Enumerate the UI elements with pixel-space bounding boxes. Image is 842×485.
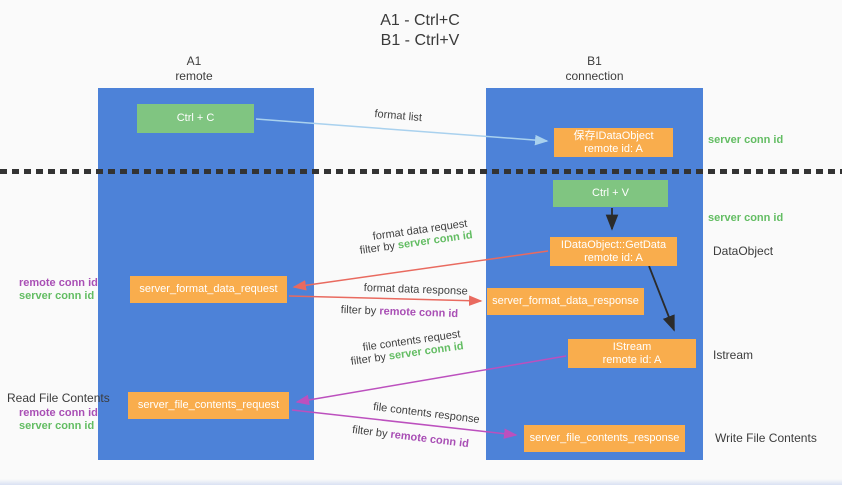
- remote-conn-id-label-1: remote conn id: [19, 277, 98, 289]
- server-conn-id-label-right-2: server conn id: [708, 212, 784, 224]
- getdata-line2: remote id: A: [584, 251, 643, 264]
- left-conn-id-pair-1: remote conn id server conn id: [19, 277, 98, 303]
- right-column-header: B1 connection: [486, 54, 703, 84]
- format-data-response-label: format data response: [363, 282, 468, 298]
- remote-conn-id-label-2: remote conn id: [19, 407, 98, 419]
- title-line-2: B1 - Ctrl+V: [380, 32, 460, 49]
- save-dataobject-line1: 保存IDataObject: [573, 129, 654, 142]
- file-contents-response-filter-label: filter by remote conn id: [351, 424, 470, 451]
- file-contents-response-label: file contents response: [372, 401, 481, 426]
- right-column-role: connection: [565, 69, 624, 83]
- dataobject-label: DataObject: [713, 244, 774, 258]
- istream-side-label: Istream: [713, 348, 754, 362]
- title-line-1: A1 - Ctrl+C: [380, 12, 460, 29]
- ctrl-v-node: Ctrl + V: [553, 180, 668, 207]
- left-column-role: remote: [175, 69, 213, 83]
- server-file-contents-response-label: server_file_contents_response: [529, 432, 680, 444]
- save-dataobject-line2: remote id: A: [584, 142, 643, 155]
- format-list-label: format list: [373, 108, 423, 125]
- format-data-response-filter-label: filter by remote conn id: [340, 304, 459, 321]
- server-file-contents-request-label: server_file_contents_request: [137, 399, 280, 411]
- read-file-contents-label: Read File Contents: [7, 391, 110, 405]
- ctrl-c-label: Ctrl + C: [176, 112, 215, 124]
- istream-line2: remote id: A: [602, 353, 662, 366]
- istream-line1: IStream: [612, 340, 652, 353]
- left-conn-id-pair-2: remote conn id server conn id: [19, 407, 98, 433]
- getdata-line1: IDataObject::GetData: [560, 238, 667, 251]
- server-format-data-response-node: server_format_data_response: [487, 288, 644, 315]
- write-file-contents-label: Write File Contents: [715, 431, 817, 445]
- left-column-header: A1 remote: [86, 54, 302, 84]
- server-conn-id-label-left-1: server conn id: [19, 290, 95, 302]
- server-format-data-request-node: server_format_data_request: [130, 276, 287, 303]
- left-column-id: A1: [186, 54, 202, 68]
- ctrl-c-node: Ctrl + C: [137, 104, 254, 133]
- server-file-contents-request-node: server_file_contents_request: [128, 392, 289, 419]
- istream-node: IStream remote id: A: [568, 339, 696, 368]
- diagram-title: A1 - Ctrl+C B1 - Ctrl+V: [330, 11, 510, 51]
- bottom-edge-strip: [0, 479, 842, 485]
- server-format-data-response-label: server_format_data_response: [492, 295, 639, 307]
- server-file-contents-response-node: server_file_contents_response: [524, 425, 685, 452]
- server-conn-id-label-right-1: server conn id: [708, 134, 784, 146]
- server-conn-id-label-left-2: server conn id: [19, 420, 95, 432]
- server-format-data-request-label: server_format_data_request: [139, 283, 278, 295]
- getdata-node: IDataObject::GetData remote id: A: [550, 237, 677, 266]
- save-dataobject-node: 保存IDataObject remote id: A: [554, 128, 673, 157]
- right-column-id: B1: [587, 54, 602, 68]
- ctrl-v-label: Ctrl + V: [592, 187, 629, 199]
- machine-boundary-dotted-line: [0, 169, 842, 174]
